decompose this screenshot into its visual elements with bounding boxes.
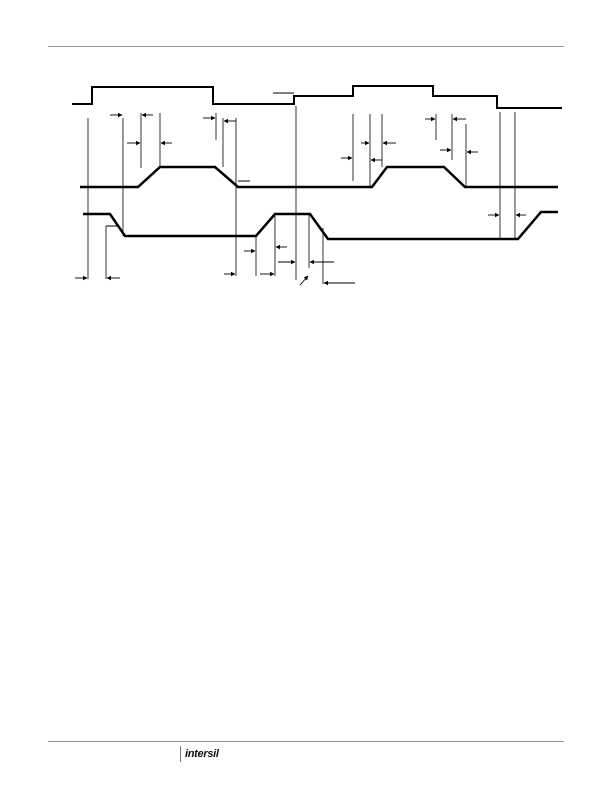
timing-diagram (72, 85, 562, 286)
company-logo: intersil (180, 746, 219, 762)
footer-rule (48, 741, 564, 742)
waveform-3 (83, 210, 558, 241)
waveform-1 (72, 85, 562, 109)
logo-wordmark: intersil (185, 748, 219, 760)
header-rule (48, 46, 564, 47)
logo-divider (180, 746, 181, 762)
timing-reference-lines (87, 106, 516, 284)
dimension-arrows (75, 112, 526, 286)
arrow-14 (299, 275, 309, 286)
waveform-2 (80, 165, 558, 189)
